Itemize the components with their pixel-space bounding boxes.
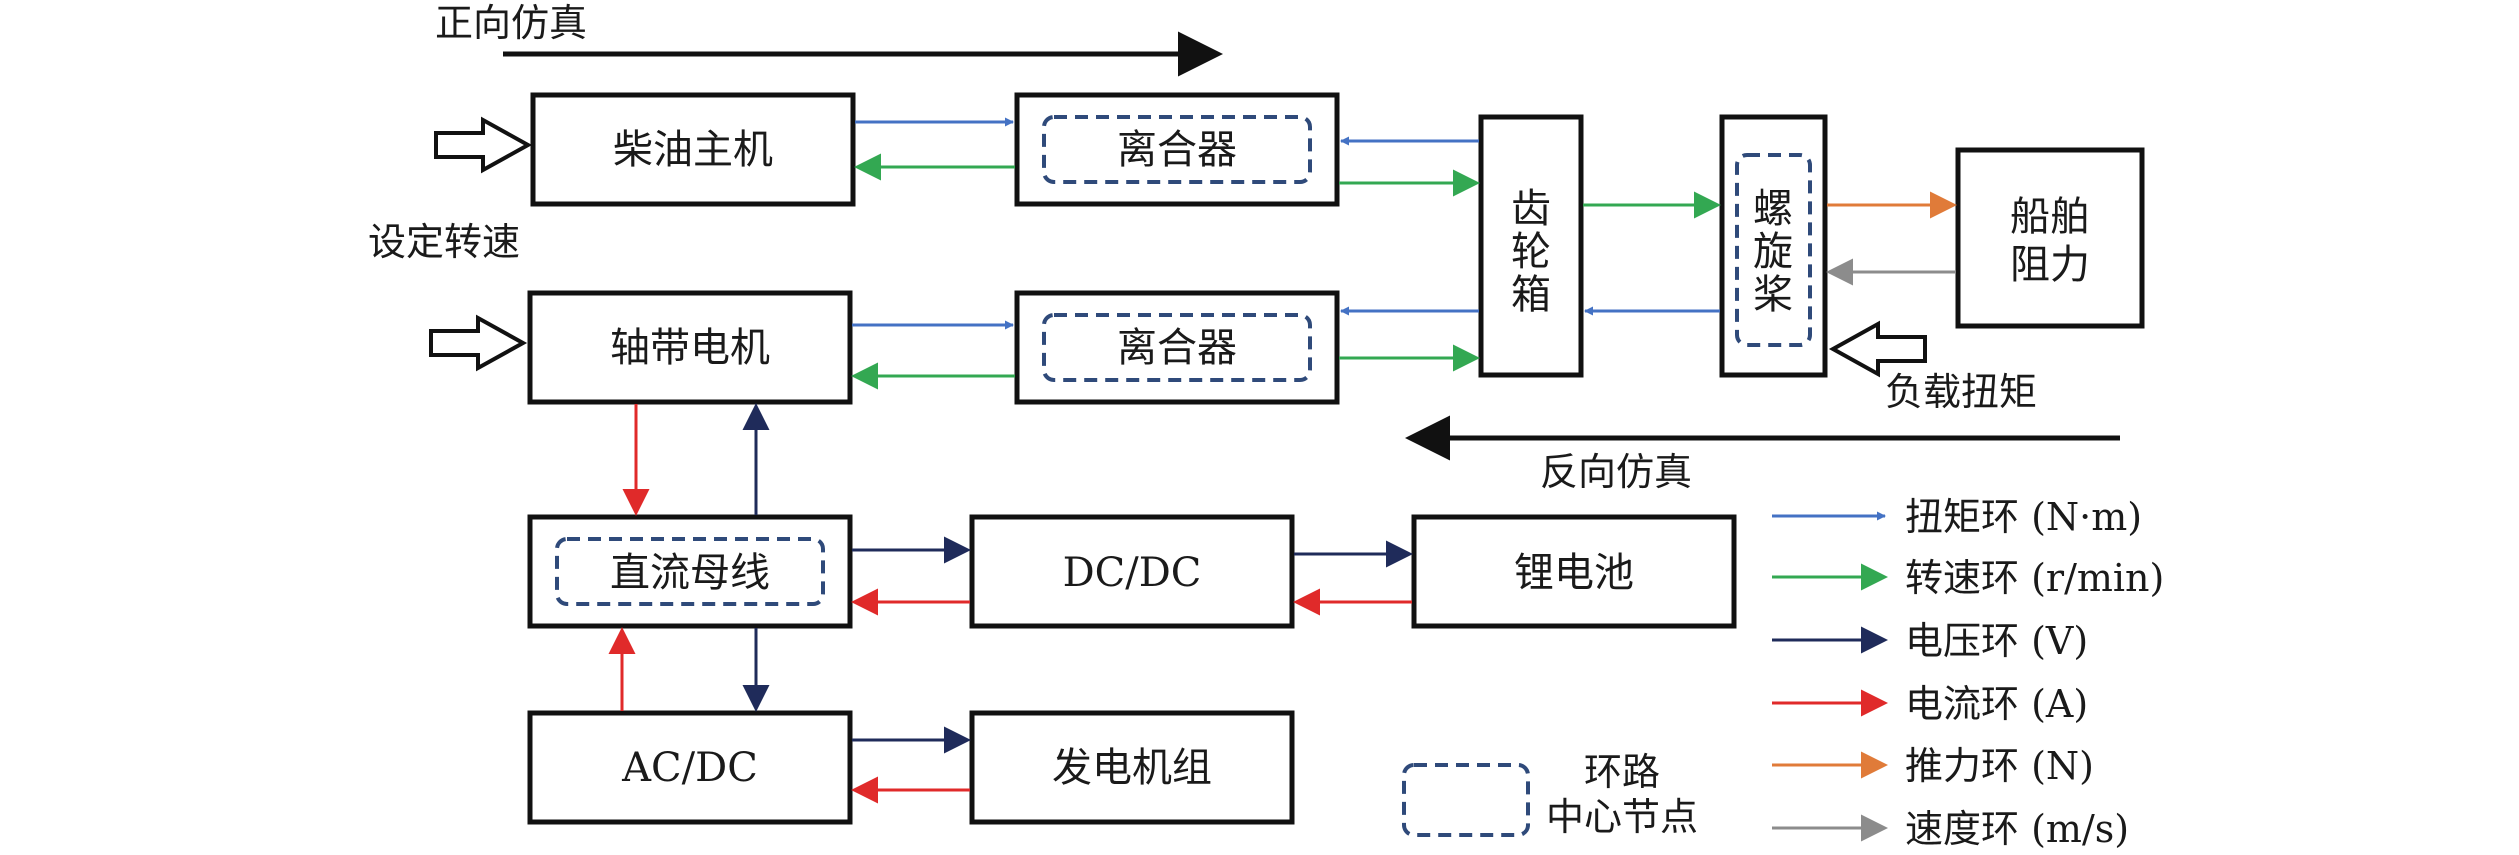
- legend-item-torque: 扭矩环 (N·m): [1772, 495, 2142, 539]
- dc-bus-node: [555, 537, 825, 606]
- forward-sim-label: 正向仿真: [435, 1, 587, 45]
- reverse-sim-label: 反向仿真: [1540, 450, 1692, 494]
- genset-block: [969, 710, 1295, 825]
- acdc-label: AC/DC: [621, 745, 758, 791]
- propeller-node: [1735, 153, 1812, 347]
- legend-label-torque: 扭矩环 (N·m): [1905, 495, 2142, 539]
- load-torque-label: 负载扭矩: [1885, 370, 2037, 414]
- legend-node-label-1: 环路: [1584, 750, 1660, 794]
- ship-resistance-label-2: 阻力: [2010, 242, 2090, 288]
- motor-input-arrow: [429, 314, 528, 372]
- gearbox-label-1: 齿: [1511, 186, 1551, 232]
- clutch-bottom-node: [1042, 313, 1312, 382]
- ship-resistance-label-1: 船舶: [2010, 194, 2090, 240]
- dc-bus-block: [527, 514, 853, 629]
- propeller-label-1: 螺: [1753, 186, 1793, 232]
- gearbox-block: [1478, 114, 1584, 378]
- legend-item-current: 电流环 (A): [1772, 682, 2088, 726]
- acdc-block: [527, 710, 853, 825]
- clutch-top-block: [1014, 92, 1340, 207]
- propeller-label-3: 桨: [1753, 272, 1793, 318]
- shaft-motor-label: 轴带电机: [610, 325, 770, 371]
- ship-resistance-block: [1955, 147, 2145, 329]
- clutch-bottom-block: [1014, 290, 1340, 405]
- clutch-top-label: 离合器: [1117, 127, 1237, 173]
- legend-node-label-2: 中心节点: [1546, 795, 1698, 839]
- load-torque-input-arrow: [1828, 320, 1927, 378]
- dcdc-block: [969, 514, 1295, 629]
- legend-label-velocity: 速度环 (m/s): [1905, 807, 2129, 851]
- legend-item-speed: 转速环 (r/min): [1772, 556, 2164, 600]
- shaft-motor-block: [527, 290, 853, 405]
- propeller-block: [1719, 114, 1828, 378]
- gearbox-label-3: 箱: [1511, 272, 1551, 318]
- battery-block: [1411, 514, 1737, 629]
- dcdc-label: DC/DC: [1063, 550, 1202, 596]
- genset-label: 发电机组: [1052, 745, 1212, 791]
- legend-item-voltage: 电压环 (V): [1772, 619, 2088, 663]
- diesel-engine-block: [530, 92, 856, 207]
- legend-label-voltage: 电压环 (V): [1905, 619, 2088, 663]
- legend-node-swatch: [1402, 763, 1530, 837]
- dc-bus-label: 直流母线: [610, 550, 770, 596]
- legend-label-current: 电流环 (A): [1905, 682, 2088, 726]
- battery-label: 锂电池: [1514, 550, 1634, 596]
- propeller-label-2: 旋: [1753, 229, 1793, 275]
- diesel-input-arrow: [434, 116, 533, 174]
- legend-item-thrust: 推力环 (N): [1772, 744, 2094, 788]
- clutch-bottom-label: 离合器: [1117, 325, 1237, 371]
- set-speed-label: 设定转速: [368, 220, 520, 264]
- diesel-engine-label: 柴油主机: [613, 127, 773, 173]
- legend-item-velocity: 速度环 (m/s): [1772, 807, 2129, 851]
- legend-label-speed: 转速环 (r/min): [1905, 556, 2164, 600]
- gearbox-label-2: 轮: [1511, 229, 1551, 275]
- clutch-top-node: [1042, 115, 1312, 184]
- legend-label-thrust: 推力环 (N): [1905, 744, 2094, 788]
